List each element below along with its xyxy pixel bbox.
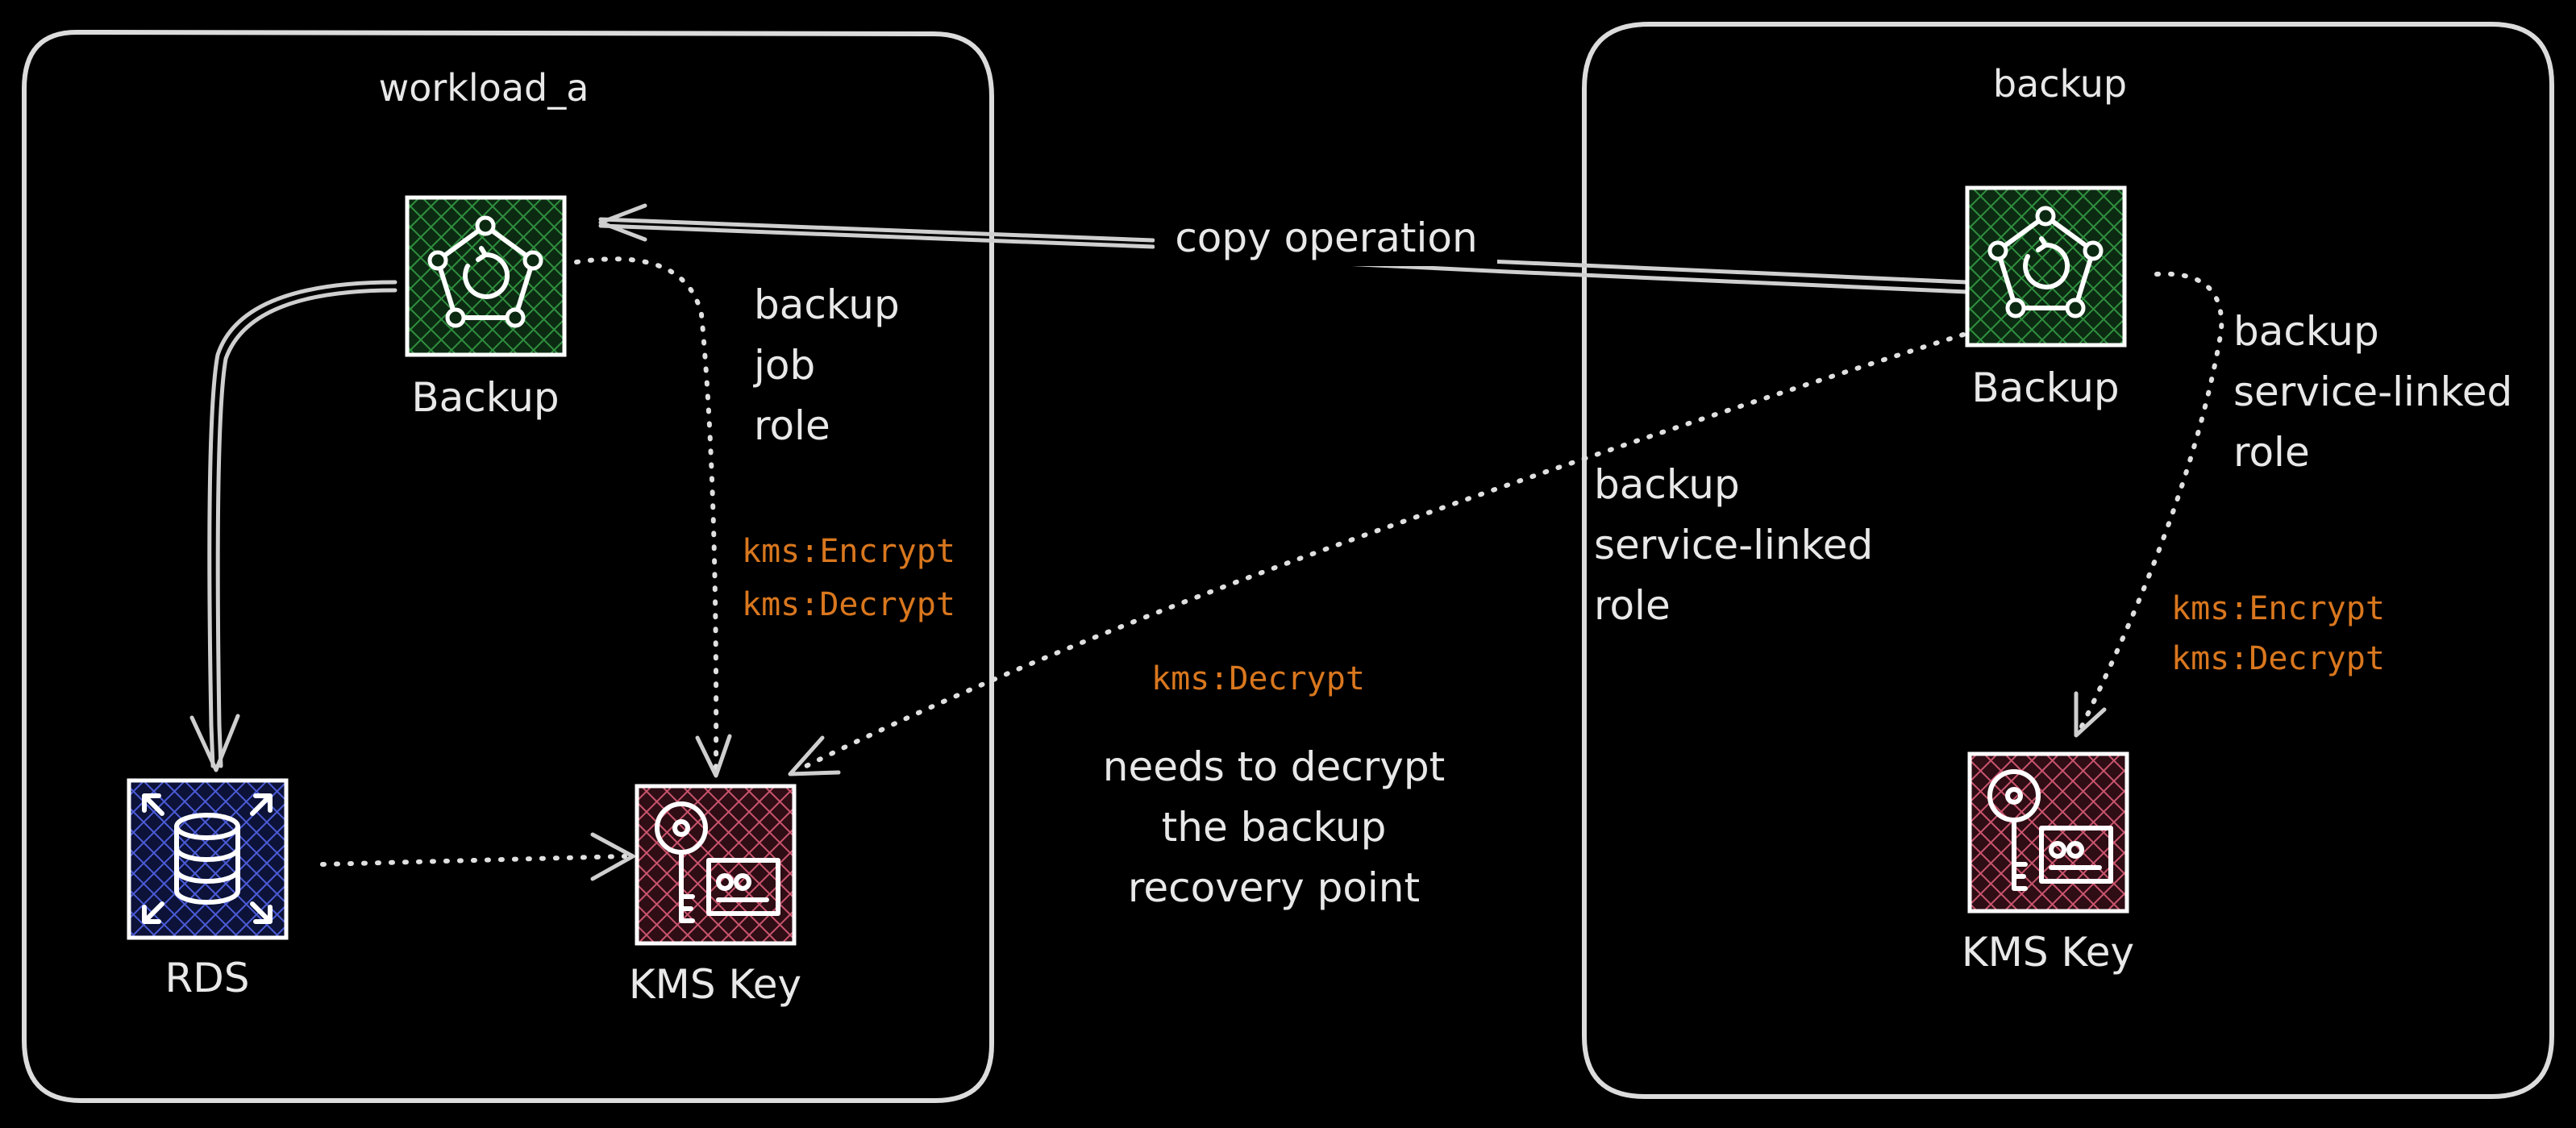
cross-account-decrypt-arrow <box>788 332 1966 776</box>
cross-note: needs to decrypt the backup recovery poi… <box>1103 743 1445 911</box>
svg-text:kms:Decrypt: kms:Decrypt <box>2171 640 2385 677</box>
workload-kms-label: KMS Key <box>629 961 801 1008</box>
svg-text:the backup: the backup <box>1162 804 1387 851</box>
svg-text:role: role <box>1594 582 1671 629</box>
aws-kms-icon <box>1967 751 2129 914</box>
copy-operation-label-bg <box>1155 218 1497 266</box>
backup-service-role-arrow <box>2074 271 2224 738</box>
svg-text:kms:Decrypt: kms:Decrypt <box>742 586 955 623</box>
rds-label: RDS <box>165 955 250 1001</box>
backup-job-role-arrow <box>574 256 732 778</box>
rds-to-kms-arrow <box>320 832 635 881</box>
svg-text:kms:Encrypt: kms:Encrypt <box>2171 590 2385 627</box>
svg-text:service-linked: service-linked <box>2233 368 2512 415</box>
aws-kms-icon <box>635 784 797 946</box>
backup-account-backup-label: Backup <box>1971 364 2119 411</box>
workload-account-label: workload_a <box>379 66 589 110</box>
svg-text:backup: backup <box>2233 308 2379 355</box>
backup-account-label: backup <box>1993 62 2127 106</box>
cross-permission: kms:Decrypt <box>1151 660 1365 697</box>
backup-account-kms-node[interactable]: KMS Key <box>1962 751 2134 976</box>
backup-account-backup-node[interactable]: Backup <box>1965 185 2127 411</box>
backup-role-label: backup service-linked role <box>2233 308 2512 476</box>
workload-role-label: backup job role <box>753 281 900 449</box>
svg-text:role: role <box>2233 429 2310 476</box>
cross-role-label: backup service-linked role <box>1594 461 1873 629</box>
rds-node[interactable]: RDS <box>127 778 289 1001</box>
copy-operation-label: copy operation <box>1175 214 1477 261</box>
svg-text:role: role <box>754 402 830 449</box>
workload-kms-node[interactable]: KMS Key <box>629 784 801 1008</box>
backup-permissions: kms:Encrypt kms:Decrypt <box>2171 590 2385 677</box>
workload-backup-label: Backup <box>411 374 559 421</box>
backup-to-rds-arrow <box>189 280 397 772</box>
aws-backup-icon <box>405 195 567 357</box>
svg-text:job: job <box>753 342 815 389</box>
svg-text:service-linked: service-linked <box>1594 522 1873 568</box>
backup-account-kms-label: KMS Key <box>1962 929 2134 976</box>
svg-text:recovery point: recovery point <box>1128 864 1420 911</box>
backup-account-frame <box>1582 22 2554 1099</box>
svg-text:backup: backup <box>1594 461 1740 508</box>
svg-text:backup: backup <box>754 281 900 328</box>
svg-text:kms:Encrypt: kms:Encrypt <box>742 533 955 570</box>
workload-permissions: kms:Encrypt kms:Decrypt <box>742 533 955 623</box>
workload-account-frame <box>22 30 994 1103</box>
svg-text:needs to decrypt: needs to decrypt <box>1103 743 1445 790</box>
workload-backup-node[interactable]: Backup <box>405 195 567 421</box>
